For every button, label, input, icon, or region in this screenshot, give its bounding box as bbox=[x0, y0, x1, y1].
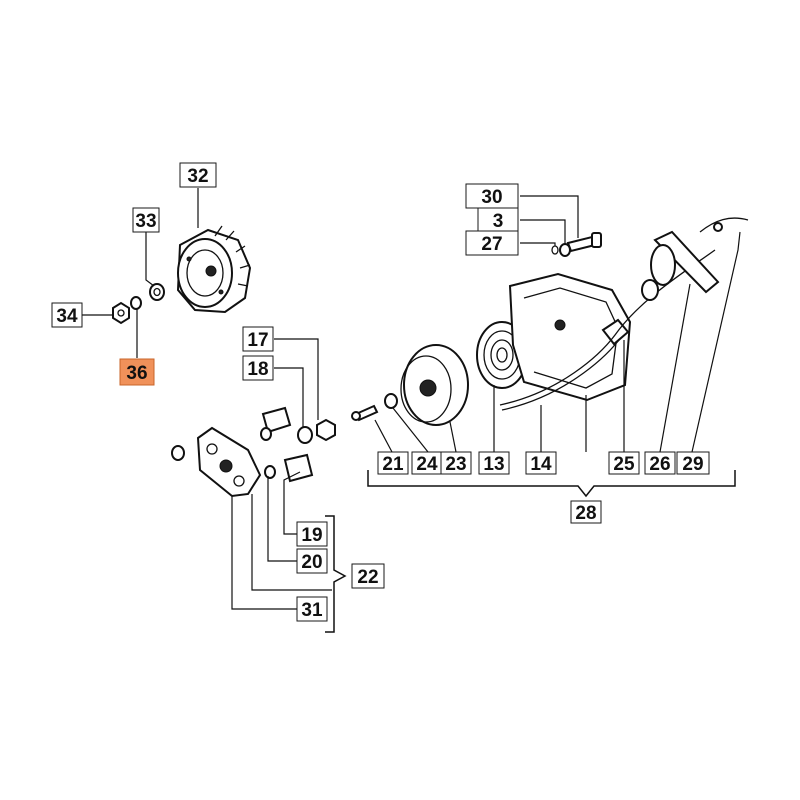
svg-text:25: 25 bbox=[613, 454, 635, 475]
svg-text:20: 20 bbox=[301, 552, 322, 573]
svg-text:21: 21 bbox=[382, 454, 404, 475]
svg-text:30: 30 bbox=[481, 187, 502, 208]
starter-housing-part bbox=[508, 272, 632, 402]
flywheel-part bbox=[176, 225, 252, 314]
svg-text:24: 24 bbox=[416, 454, 438, 475]
callout-32: 32 bbox=[179, 162, 217, 188]
callout-14: 14 bbox=[525, 451, 557, 475]
clutch-shoes-part bbox=[260, 406, 314, 483]
svg-text:32: 32 bbox=[187, 166, 208, 187]
washer-nut-part bbox=[297, 418, 336, 444]
starter-handle-part bbox=[650, 230, 720, 294]
callout-25: 25 bbox=[608, 451, 640, 475]
callout-13: 13 bbox=[478, 451, 510, 475]
starter-rope-part bbox=[499, 249, 716, 411]
callout-31: 31 bbox=[296, 596, 328, 622]
callout-3: 3 bbox=[477, 207, 519, 233]
small-washer-part bbox=[130, 296, 142, 310]
svg-text:28: 28 bbox=[575, 503, 596, 524]
rope-end-part bbox=[699, 217, 749, 233]
svg-text:3: 3 bbox=[493, 211, 504, 232]
svg-text:36: 36 bbox=[126, 363, 147, 384]
svg-text:18: 18 bbox=[247, 359, 268, 380]
svg-text:22: 22 bbox=[357, 567, 378, 588]
callout-18: 18 bbox=[242, 355, 274, 381]
callout-23: 23 bbox=[440, 451, 472, 475]
callout-17: 17 bbox=[242, 326, 274, 352]
grommet-part bbox=[641, 279, 659, 301]
leader-lines bbox=[82, 188, 741, 610]
nut-part bbox=[112, 301, 130, 325]
callout-30: 30 bbox=[465, 183, 519, 209]
svg-text:33: 33 bbox=[135, 211, 156, 232]
svg-text:27: 27 bbox=[481, 234, 502, 255]
svg-text:29: 29 bbox=[682, 454, 703, 475]
callout-19: 19 bbox=[296, 521, 328, 547]
pulley-part bbox=[400, 344, 469, 426]
svg-text:13: 13 bbox=[483, 454, 504, 475]
callout-36: 36 bbox=[119, 358, 155, 386]
svg-text:19: 19 bbox=[301, 525, 322, 546]
callout-29: 29 bbox=[676, 451, 710, 475]
callout-34: 34 bbox=[51, 302, 83, 328]
group-brackets bbox=[325, 470, 736, 633]
callout-24: 24 bbox=[411, 451, 443, 475]
callout-26: 26 bbox=[644, 451, 676, 475]
callout-27: 27 bbox=[465, 230, 519, 256]
clutch-plate-part bbox=[196, 426, 262, 498]
callout-21: 21 bbox=[377, 451, 409, 475]
callout-20: 20 bbox=[296, 548, 328, 574]
svg-text:31: 31 bbox=[301, 600, 323, 621]
callout-22: 22 bbox=[351, 563, 385, 589]
screw-washer-part bbox=[351, 393, 398, 422]
circlip-part bbox=[171, 445, 185, 461]
svg-text:17: 17 bbox=[247, 330, 268, 351]
washer-part bbox=[149, 283, 165, 301]
svg-text:23: 23 bbox=[445, 454, 466, 475]
svg-text:34: 34 bbox=[56, 306, 78, 327]
svg-text:14: 14 bbox=[530, 454, 552, 475]
callout-33: 33 bbox=[132, 207, 160, 233]
callout-28: 28 bbox=[570, 500, 602, 524]
svg-text:26: 26 bbox=[649, 454, 670, 475]
housing-screw-part bbox=[551, 232, 602, 257]
